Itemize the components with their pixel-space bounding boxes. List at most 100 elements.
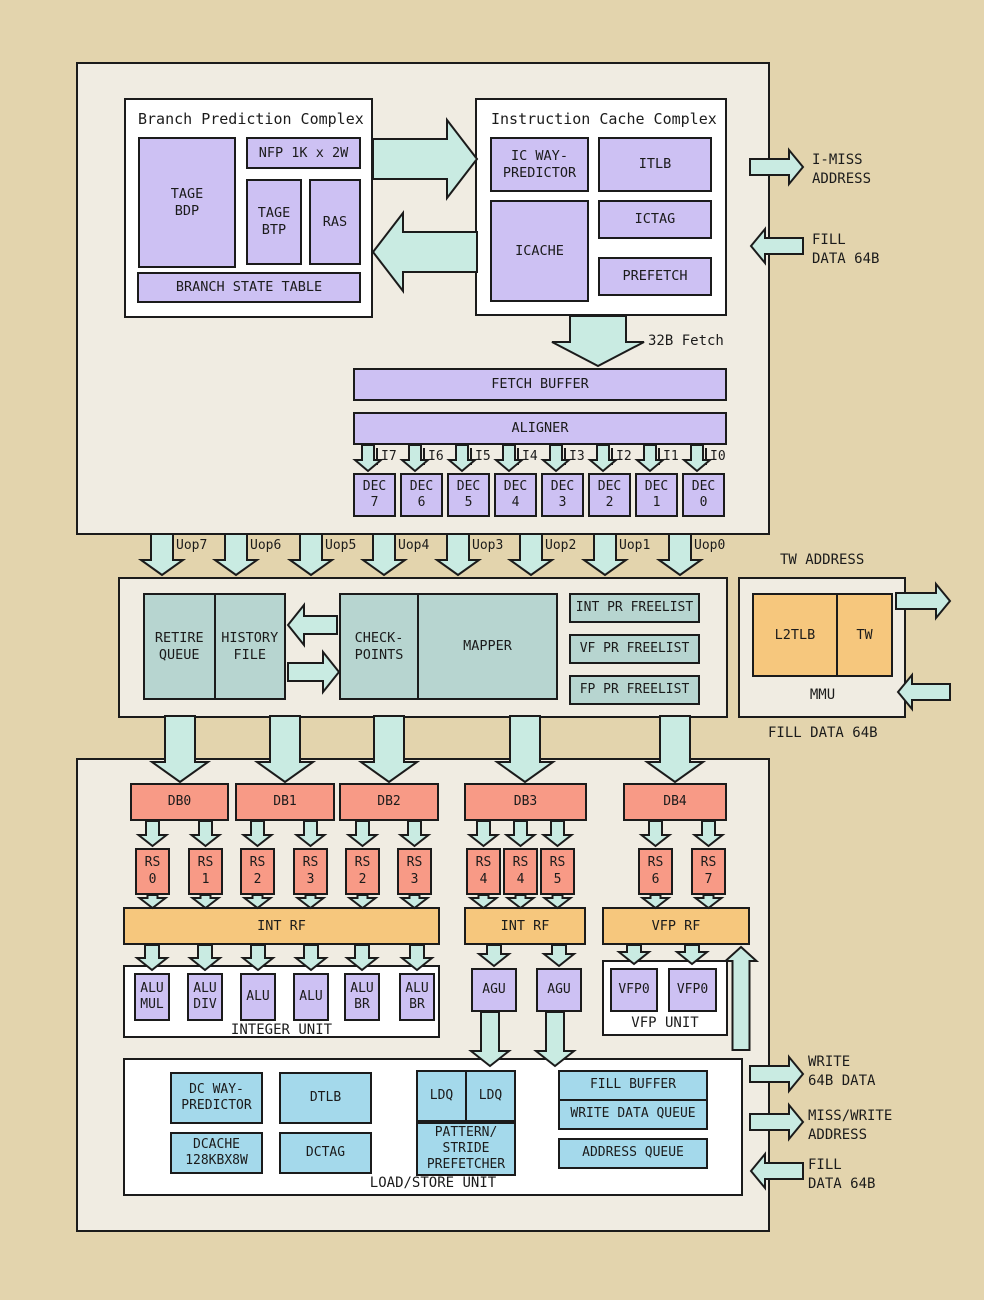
decoder-box-4: DEC 4 (494, 473, 537, 517)
tage-btp-box: TAGE BTP (246, 179, 302, 265)
slot-label-i5: I5 (470, 448, 491, 465)
db2-box: DB2 (339, 783, 439, 821)
uop1-label: Uop1 (619, 538, 651, 553)
db3-box: DB3 (464, 783, 587, 821)
rs2-box: RS 2 (240, 848, 275, 895)
slot-label-i6: I6 (423, 448, 444, 465)
rs4-box: RS 4 (466, 848, 501, 895)
decoder-box-5: DEC 5 (447, 473, 490, 517)
instruction-cache-complex-title: Instruction Cache Complex (491, 110, 717, 128)
rs1-box: RS 1 (188, 848, 223, 895)
mmu-fill-data-label: FILL DATA 64B (768, 725, 878, 741)
slot-label-i3: I3 (564, 448, 585, 465)
dc-way-predictor-box: DC WAY- PREDICTOR (170, 1072, 263, 1124)
icache-box: ICACHE (490, 200, 589, 302)
rs4b-box: RS 4 (503, 848, 538, 895)
uop3-label: Uop3 (472, 538, 504, 553)
agu-box-2: AGU (536, 968, 582, 1012)
decoder-box-7: DEC 7 (353, 473, 396, 517)
integer-unit-panel (123, 965, 440, 1038)
fill-data-bottom-label: FILL DATA 64B (808, 1157, 876, 1192)
rs5-box: RS 5 (540, 848, 575, 895)
branch-prediction-complex-title: Branch Prediction Complex (138, 110, 364, 128)
rs6-box: RS 6 (638, 848, 673, 895)
retire-queue-box: RETIRE QUEUE (154, 629, 204, 663)
decoder-box-3: DEC 3 (541, 473, 584, 517)
uop0-label: Uop0 (694, 538, 726, 553)
vfp0-box-2: VFP0 (668, 968, 717, 1012)
decoder-box-0: DEC 0 (682, 473, 725, 517)
vf-pr-freelist-box: VF PR FREELIST (569, 634, 700, 664)
fill-data-top-label: FILL DATA 64B (812, 232, 880, 267)
checkpoints-mapper-group: CHECK- POINTS MAPPER (339, 593, 558, 700)
integer-unit-title: INTEGER UNIT (230, 1022, 333, 1038)
ldq-group: LDQ LDQ (416, 1070, 516, 1122)
nfp-box: NFP 1K x 2W (246, 137, 361, 169)
slot-label-i0: I0 (705, 448, 726, 465)
alu-box-2: ALU (293, 973, 329, 1021)
rs2b-box: RS 2 (345, 848, 380, 895)
vfp-rf-box: VFP RF (602, 907, 750, 945)
slot-label-i1: I1 (658, 448, 679, 465)
decoder-box-2: DEC 2 (588, 473, 631, 517)
l2tlb-box: L2TLB (774, 626, 816, 643)
mmu-label: MMU (809, 687, 836, 703)
ldq-box-1: LDQ (429, 1087, 454, 1103)
rs0-box: RS 0 (135, 848, 170, 895)
uop5-label: Uop5 (325, 538, 357, 553)
slot-label-i7: I7 (376, 448, 397, 465)
ic-way-predictor-box: IC WAY- PREDICTOR (490, 137, 589, 192)
rs3-box: RS 3 (293, 848, 328, 895)
branch-state-table-box: BRANCH STATE TABLE (137, 272, 361, 303)
miss-write-address-label: MISS/WRITE ADDRESS (808, 1108, 893, 1143)
ldq-box-2: LDQ (465, 1072, 514, 1120)
mapper-box: MAPPER (417, 595, 556, 698)
write-data-label: WRITE 64B DATA (808, 1054, 876, 1089)
fp-pr-freelist-box: FP PR FREELIST (569, 675, 700, 705)
alu-br-box-1: ALU BR (344, 973, 380, 1021)
dctag-box: DCTAG (279, 1132, 372, 1174)
decoder-box-1: DEC 1 (635, 473, 678, 517)
int-pr-freelist-box: INT PR FREELIST (569, 593, 700, 623)
alu-div-box: ALU DIV (187, 973, 223, 1021)
prefetch-box: PREFETCH (598, 257, 712, 296)
dcache-box: DCACHE 128KBX8W (170, 1132, 263, 1174)
tage-bdp-box: TAGE BDP (138, 137, 236, 268)
aligner-box: ALIGNER (353, 412, 727, 445)
uop2-label: Uop2 (545, 538, 577, 553)
load-store-unit-title: LOAD/STORE UNIT (369, 1175, 497, 1191)
slot-label-i2: I2 (611, 448, 632, 465)
uop6-label: Uop6 (250, 538, 282, 553)
int-rf-box: INT RF (123, 907, 440, 945)
ras-box: RAS (309, 179, 361, 265)
db0-box: DB0 (130, 783, 229, 821)
rs7-box: RS 7 (691, 848, 726, 895)
fetch-buffer-box: FETCH BUFFER (353, 368, 727, 401)
decoder-box-6: DEC 6 (400, 473, 443, 517)
l2tlb-tw-group: L2TLB TW (752, 593, 893, 677)
fill-buffer-box: FILL BUFFER (558, 1070, 708, 1101)
pattern-stride-prefetcher-box: PATTERN/ STRIDE PREFETCHER (416, 1122, 516, 1176)
uop4-label: Uop4 (398, 538, 430, 553)
itlb-box: ITLB (598, 137, 712, 192)
i-miss-address-label: I-MISS ADDRESS (812, 152, 872, 187)
fetch-32b-label: 32B Fetch (648, 333, 724, 349)
alu-mul-box: ALU MUL (134, 973, 170, 1021)
slot-label-i4: I4 (517, 448, 538, 465)
vfp-unit-title: VFP UNIT (631, 1015, 699, 1031)
uop7-label: Uop7 (176, 538, 208, 553)
write-data-queue-box: WRITE DATA QUEUE (558, 1099, 708, 1130)
db1-box: DB1 (235, 783, 335, 821)
dtlb-box: DTLB (279, 1072, 372, 1124)
int-rf2-box: INT RF (464, 907, 586, 945)
vfp0-box-1: VFP0 (610, 968, 658, 1012)
tw-address-label: TW ADDRESS (780, 552, 865, 568)
db4-box: DB4 (623, 783, 727, 821)
history-file-box: HISTORY FILE (213, 595, 285, 698)
checkpoints-box: CHECK- POINTS (354, 629, 404, 663)
agu-box-1: AGU (471, 968, 517, 1012)
ictag-box: ICTAG (598, 200, 712, 239)
alu-br-box-2: ALU BR (399, 973, 435, 1021)
alu-box-1: ALU (240, 973, 276, 1021)
